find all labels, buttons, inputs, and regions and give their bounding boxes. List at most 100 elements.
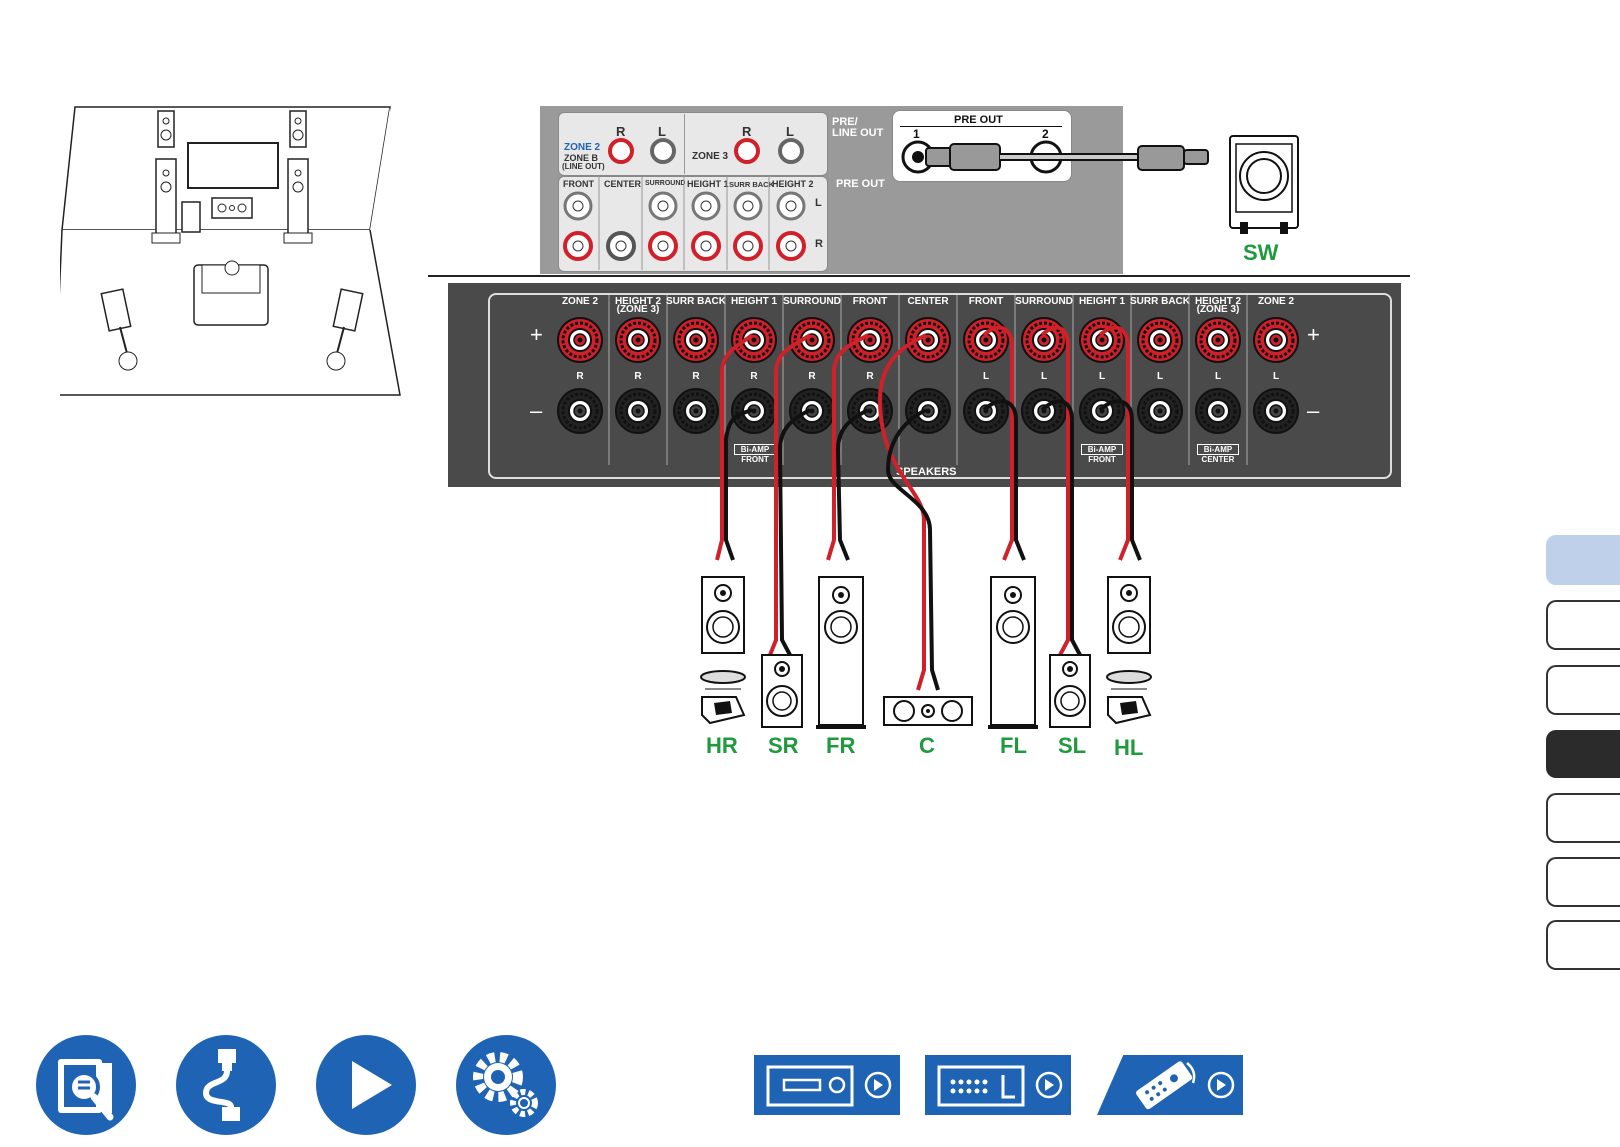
terminal-column-label: HEIGHT 1: [731, 296, 778, 307]
side-tab-7[interactable]: [1546, 920, 1620, 970]
zone3-note: (ZONE 3): [1197, 304, 1240, 315]
terminal-column-label: SURR BACK: [666, 296, 727, 307]
speaker-sl: [1049, 654, 1091, 728]
jack-height2-r[interactable]: [776, 231, 806, 261]
terminal-plus[interactable]: [557, 317, 603, 363]
preout-col-surround: SURROUND: [645, 180, 686, 187]
label-c: C: [919, 733, 935, 758]
pre-out-label: PRE OUT: [836, 178, 885, 190]
tv-screen: [187, 142, 279, 189]
zone3-r-jack[interactable]: [734, 138, 760, 164]
jack-surround-r[interactable]: [648, 231, 678, 261]
channel-letter: L: [1099, 371, 1105, 382]
subwoofer-speaker: [1229, 135, 1299, 234]
channel-letter: R: [866, 371, 874, 382]
front-panel-nav-button[interactable]: [754, 1055, 900, 1115]
terminal-minus[interactable]: [731, 388, 777, 434]
terminal-minus[interactable]: [673, 388, 719, 434]
terminal-plus[interactable]: [847, 317, 893, 363]
channel-letter: L: [1215, 371, 1221, 382]
preout-side-r: R: [815, 238, 823, 250]
terminal-column-label: CENTER: [907, 296, 949, 307]
plus-left: +: [530, 322, 543, 347]
terminal-plus[interactable]: [1195, 317, 1241, 363]
zone3-label: ZONE 3: [692, 151, 729, 162]
side-tab-3[interactable]: [1546, 665, 1620, 715]
remote-nav-button[interactable]: [1097, 1055, 1243, 1115]
biamp-sub: CENTER: [1201, 455, 1235, 464]
terminal-plus[interactable]: [615, 317, 661, 363]
terminal-plus[interactable]: [673, 317, 719, 363]
terminal-minus[interactable]: [1195, 388, 1241, 434]
setup-nav-button[interactable]: [456, 1035, 556, 1135]
speaker-wiring: [715, 325, 1142, 691]
terminal-minus[interactable]: [789, 388, 835, 434]
zone3-l-jack[interactable]: [778, 138, 804, 164]
terminal-minus[interactable]: [615, 388, 661, 434]
zone3-l-label: L: [786, 124, 794, 139]
jack-center[interactable]: [606, 231, 636, 261]
cable-c: [877, 333, 940, 691]
terminal-minus[interactable]: [557, 388, 603, 434]
zone2-l-jack[interactable]: [650, 138, 676, 164]
gear-icon: [473, 1052, 538, 1117]
speaker-fr: [816, 576, 866, 729]
jack-front-r[interactable]: [563, 231, 593, 261]
terminal-plus[interactable]: [1253, 317, 1299, 363]
jack-height2-l[interactable]: [776, 191, 806, 221]
zone2-r-label: R: [616, 124, 626, 139]
preout-side-l: L: [815, 197, 822, 209]
zoneb-label: ZONE B: [564, 153, 599, 163]
side-tab-4[interactable]: [1546, 730, 1620, 778]
speakers-label: SPEAKERS: [896, 466, 957, 478]
channel-letter: R: [576, 371, 584, 382]
receiver-front-icon: [766, 1065, 892, 1107]
label-hl: HL: [1114, 735, 1144, 760]
terminal-minus[interactable]: [1079, 388, 1125, 434]
jack-surrback-r[interactable]: [733, 231, 763, 261]
plus-right: +: [1307, 322, 1320, 347]
contents-nav-button[interactable]: [36, 1035, 136, 1135]
jack-surround-l[interactable]: [648, 191, 678, 221]
cable-hr: [715, 333, 754, 561]
side-tab-2[interactable]: [1546, 600, 1620, 650]
connections-nav-button[interactable]: [176, 1035, 276, 1135]
terminal-plus[interactable]: [1137, 317, 1183, 363]
cable-fr: [826, 333, 869, 561]
terminal-minus[interactable]: [1137, 388, 1183, 434]
label-fl: FL: [1000, 733, 1027, 758]
jack-height1-r[interactable]: [691, 231, 721, 261]
speaker-sr: [761, 654, 803, 728]
sofa: [193, 260, 269, 326]
side-tab-5[interactable]: [1546, 793, 1620, 843]
terminal-minus[interactable]: [1253, 388, 1299, 434]
side-tab-6[interactable]: [1546, 857, 1620, 907]
cable-sl: [1040, 325, 1082, 656]
side-tab-1[interactable]: [1546, 535, 1620, 585]
biamp-text: Bi-AMP: [1081, 444, 1123, 455]
divider: [684, 114, 685, 174]
zone3-note: (ZONE 3): [617, 304, 660, 315]
playback-nav-button[interactable]: [316, 1035, 416, 1135]
lineout-label: (LINE OUT): [562, 162, 605, 171]
preout-col-center: CENTER: [604, 179, 642, 189]
zone2-l-label: L: [658, 124, 666, 139]
center-speaker: [211, 197, 253, 219]
jack-surrback-l[interactable]: [733, 191, 763, 221]
pre-line-out-label-1: PRE/: [832, 116, 858, 128]
jack-height1-l[interactable]: [691, 191, 721, 221]
rear-panel-nav-button[interactable]: [925, 1055, 1071, 1115]
play-icon: [352, 1061, 392, 1109]
speaker-panel: [448, 283, 1401, 487]
label-fr: FR: [826, 733, 856, 758]
label-hr: HR: [706, 733, 738, 758]
jack-front-l[interactable]: [563, 191, 593, 221]
terminal-minus[interactable]: [905, 388, 951, 434]
preout-col-front: FRONT: [563, 179, 594, 189]
channel-letter: L: [983, 371, 989, 382]
sub-preout-title: PRE OUT: [954, 114, 1003, 126]
sub-jack2-label: 2: [1042, 127, 1049, 141]
terminal-column-label: FRONT: [853, 296, 887, 307]
zone2-r-jack[interactable]: [608, 138, 634, 164]
sub-preout-rule: [900, 126, 1062, 127]
